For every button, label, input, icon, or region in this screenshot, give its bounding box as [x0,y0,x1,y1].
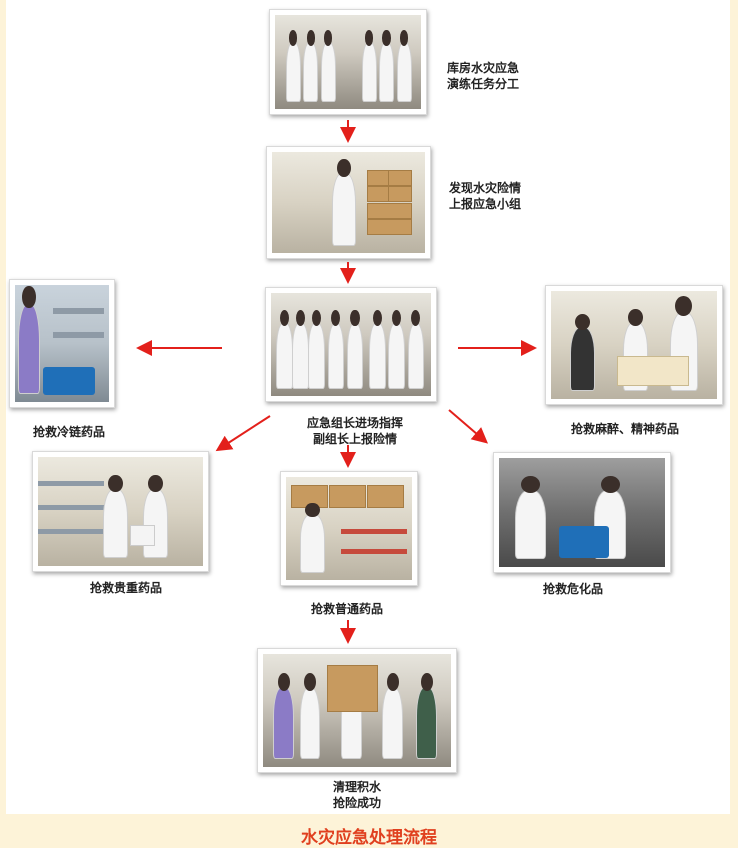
flooded-corridor-scene [263,654,451,767]
pharmacy-shelves-scene [38,457,203,566]
label-cleanup: 清理积水 抢险成功 [332,780,381,810]
photo-common-drugs [280,471,418,586]
cold-storage-scene [15,285,109,402]
label-command: 应急组长进场指挥 副组长上报险情 [306,416,403,446]
photo-precious-drugs [32,451,209,572]
photo-cold-chain [9,279,115,408]
photo-hazardous-chemicals [493,452,671,573]
label-narcotics: 抢救麻醉、精神药品 [571,422,680,436]
label-common: 抢救普通药品 [311,602,384,616]
photo-narcotics [545,285,723,405]
diagram-caption: 水灾应急处理流程 [301,828,437,848]
photo-report-danger [266,146,431,259]
storeroom-scene [272,152,425,253]
stock-room-scene [286,477,412,580]
corridor-scene [275,15,421,109]
safe-room-scene [551,291,717,399]
photo-cleanup [257,648,457,773]
hazmat-room-scene [499,458,665,567]
label-precious: 抢救贵重药品 [90,581,163,595]
corridor-scene [271,293,431,396]
label-report: 发现水灾险情 上报应急小组 [449,181,522,211]
photo-command [265,287,437,402]
label-drill: 库房水灾应急 演练任务分工 [447,61,520,91]
label-hazardous: 抢救危化品 [543,582,604,596]
label-cold-chain: 抢救冷链药品 [33,425,106,439]
photo-drill-assignment [269,9,427,115]
